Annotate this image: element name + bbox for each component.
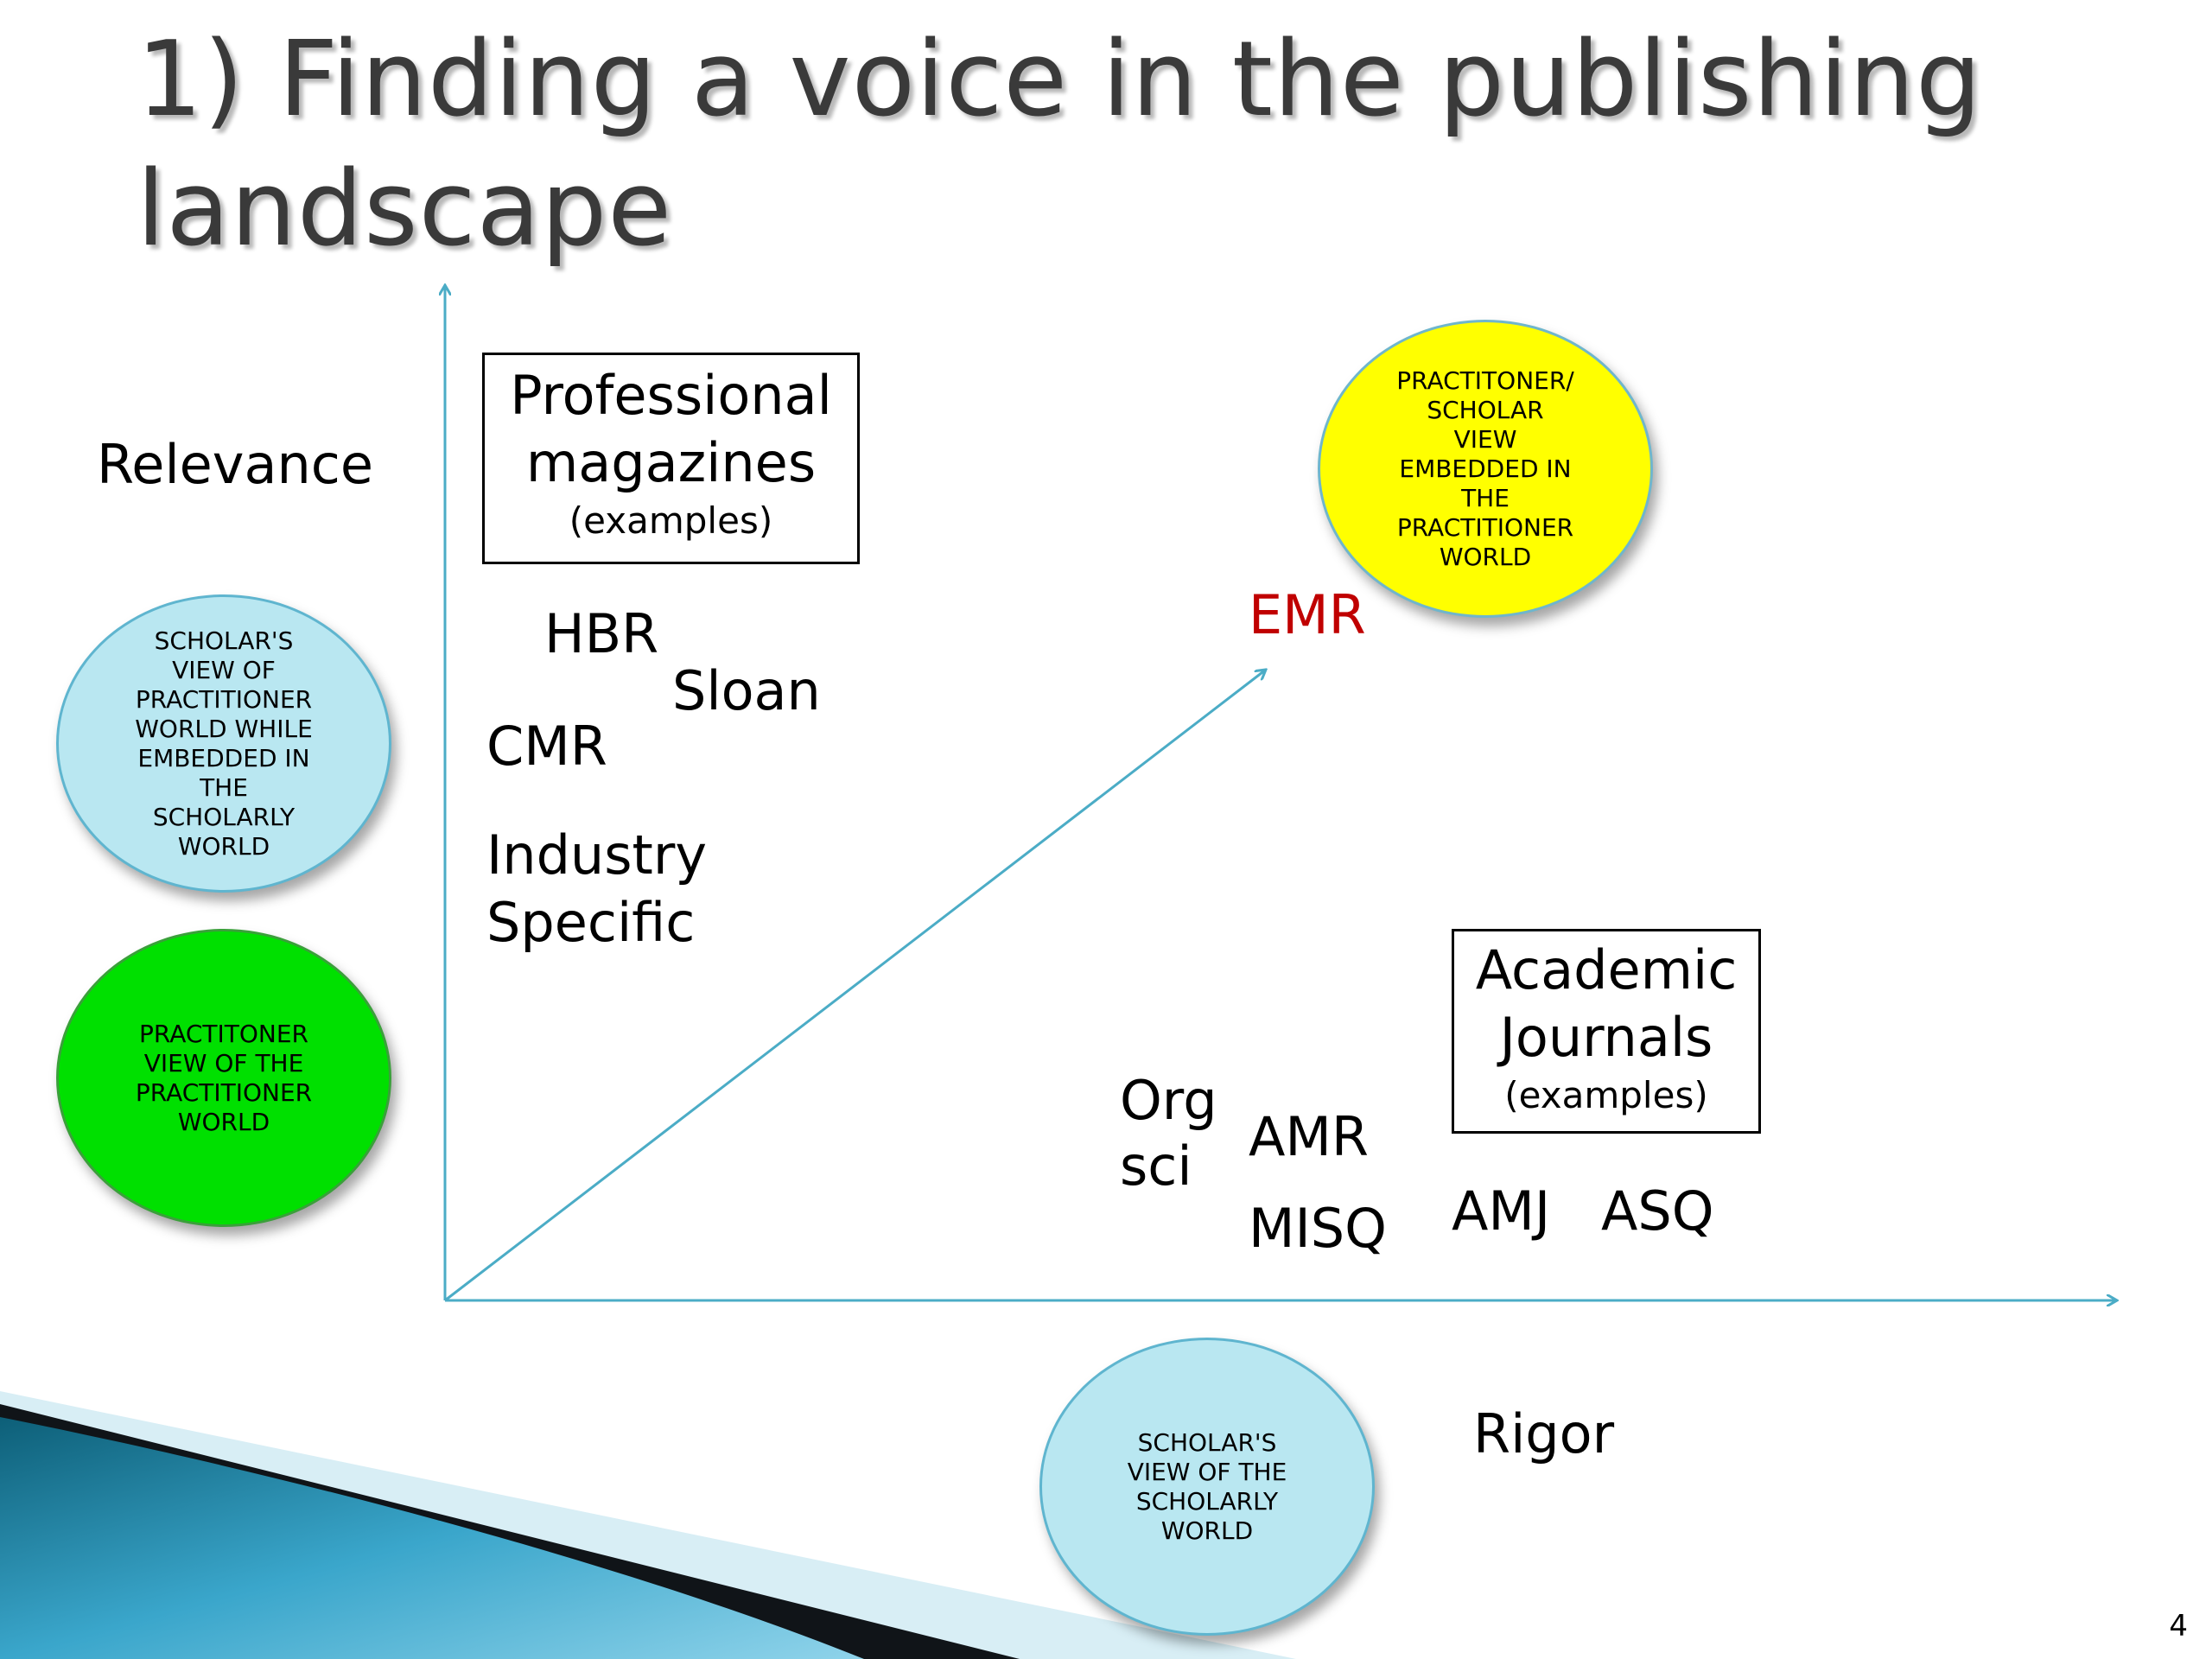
professional-magazines-box: Professional magazines (examples) xyxy=(482,353,860,564)
slide-title: 1) Finding a voice in the publishing lan… xyxy=(137,16,2124,275)
amr-label: AMR xyxy=(1249,1105,1369,1168)
industry-label: Industry xyxy=(486,823,708,887)
scholar-practitioner-text: SCHOLAR'S VIEW OF PRACTITIONER WORLD WHI… xyxy=(135,626,313,861)
org-label: Org xyxy=(1120,1069,1217,1132)
title-line-2: landscape xyxy=(137,149,673,270)
sci-label: sci xyxy=(1120,1135,1192,1198)
specific-label: Specific xyxy=(486,891,696,954)
page-number: 4 xyxy=(2169,1609,2188,1643)
amj-label: AMJ xyxy=(1452,1179,1551,1243)
academic-subtitle: (examples) xyxy=(1504,1074,1708,1116)
x-axis-label: Rigor xyxy=(1473,1402,1615,1465)
title-line-1: 1) Finding a voice in the publishing xyxy=(137,20,1983,140)
asq-label: ASQ xyxy=(1601,1179,1714,1243)
professional-heading-2: magazines xyxy=(525,431,817,494)
cmr-label: CMR xyxy=(486,715,607,778)
academic-journals-box: Academic Journals (examples) xyxy=(1452,929,1761,1134)
corner-swoosh xyxy=(0,1391,1296,1659)
sloan-label: Sloan xyxy=(672,659,821,722)
practitioner-scholar-circle: PRACTITONER/ SCHOLAR VIEW EMBEDDED IN TH… xyxy=(1318,320,1653,618)
diagonal-arrow xyxy=(444,670,1266,1302)
hbr-label: HBR xyxy=(544,602,659,665)
scholar-scholarly-text: SCHOLAR'S VIEW OF THE SCHOLARLY WORLD xyxy=(1127,1427,1287,1545)
emr-label: EMR xyxy=(1249,583,1366,646)
professional-subtitle: (examples) xyxy=(569,499,773,542)
practitioner-circle: PRACTITONER VIEW OF THE PRACTITIONER WOR… xyxy=(56,929,391,1227)
misq-label: MISQ xyxy=(1249,1197,1387,1260)
practitioner-text: PRACTITONER VIEW OF THE PRACTITIONER WOR… xyxy=(135,1019,313,1136)
scholar-practitioner-circle: SCHOLAR'S VIEW OF PRACTITIONER WORLD WHI… xyxy=(56,594,391,893)
practitioner-scholar-text: PRACTITONER/ SCHOLAR VIEW EMBEDDED IN TH… xyxy=(1396,365,1574,571)
academic-heading-1: Academic xyxy=(1475,938,1738,1001)
professional-heading-1: Professional xyxy=(510,364,832,427)
academic-heading-2: Journals xyxy=(1499,1006,1713,1069)
scholar-scholarly-circle: SCHOLAR'S VIEW OF THE SCHOLARLY WORLD xyxy=(1039,1338,1375,1636)
y-axis-label: Relevance xyxy=(97,433,374,496)
